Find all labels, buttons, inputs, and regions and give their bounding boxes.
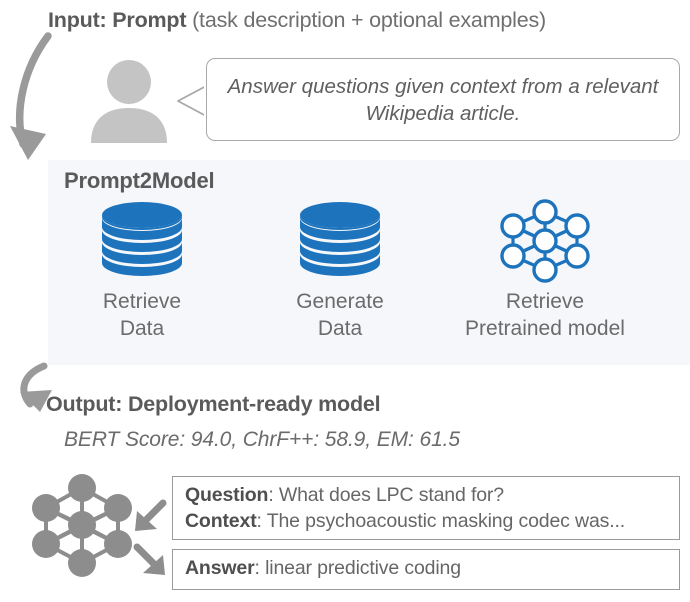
context-line: Context: The psychoacoustic masking code… bbox=[185, 509, 667, 535]
curved-arrow-down-icon bbox=[10, 32, 52, 160]
neural-network-icon bbox=[500, 199, 590, 283]
answer-line: Answer: linear predictive coding bbox=[185, 556, 667, 582]
prompt2model-title: Prompt2Model bbox=[64, 168, 215, 193]
curved-arrow-down-icon bbox=[20, 362, 52, 412]
database-stack-icon-wrap bbox=[240, 200, 440, 282]
metrics-line: BERT Score: 94.0, ChrF++: 58.9, EM: 61.5 bbox=[64, 428, 460, 451]
arrow-down-left-icon bbox=[135, 499, 167, 531]
prompt-speech-bubble: Answer questions given context from a re… bbox=[206, 58, 680, 141]
database-stack-icon bbox=[102, 202, 182, 276]
person-icon bbox=[91, 60, 167, 143]
context-text: : The psychoacoustic masking codec was..… bbox=[256, 509, 626, 532]
question-context-box: Question: What does LPC stand for? Conte… bbox=[172, 476, 680, 540]
output-heading-bold: Output: bbox=[46, 392, 123, 416]
panel-column-generate-data[interactable]: Generate Data bbox=[240, 200, 440, 342]
answer-box: Answer: linear predictive coding bbox=[172, 549, 680, 590]
panel-column-caption: Retrieve Pretrained model bbox=[465, 290, 625, 340]
database-stack-icon-wrap bbox=[42, 200, 242, 282]
panel-column-retrieve-data[interactable]: Retrieve Data bbox=[42, 200, 242, 342]
output-heading-rest: Deployment-ready model bbox=[122, 392, 381, 416]
database-stack-icon bbox=[300, 202, 380, 276]
speech-bubble-tail-icon bbox=[177, 84, 210, 118]
input-prompt-heading: Input: Prompt (task description + option… bbox=[48, 8, 688, 33]
question-line: Question: What does LPC stand for? bbox=[185, 483, 667, 509]
prompt-text: Answer questions given context from a re… bbox=[227, 74, 659, 125]
panel-column-caption: Generate Data bbox=[296, 290, 384, 340]
panel-column-caption: Retrieve Data bbox=[102, 290, 182, 340]
answer-text: : linear predictive coding bbox=[254, 557, 462, 579]
panel-column-retrieve-pretrained-model[interactable]: Retrieve Pretrained model bbox=[430, 199, 660, 342]
input-prompt-heading-bold: Input: Prompt bbox=[48, 8, 187, 32]
neural-network-icon bbox=[32, 474, 132, 577]
question-text: : What does LPC stand for? bbox=[268, 484, 504, 506]
output-heading: Output: Deployment-ready model bbox=[46, 392, 381, 417]
question-label: Question bbox=[185, 484, 269, 506]
answer-label: Answer bbox=[185, 557, 255, 579]
context-label: Context bbox=[185, 509, 257, 532]
arrow-down-right-icon bbox=[133, 543, 165, 575]
input-prompt-heading-rest: (task description + optional examples) bbox=[186, 8, 547, 32]
neural-network-icon-wrap bbox=[430, 199, 660, 283]
